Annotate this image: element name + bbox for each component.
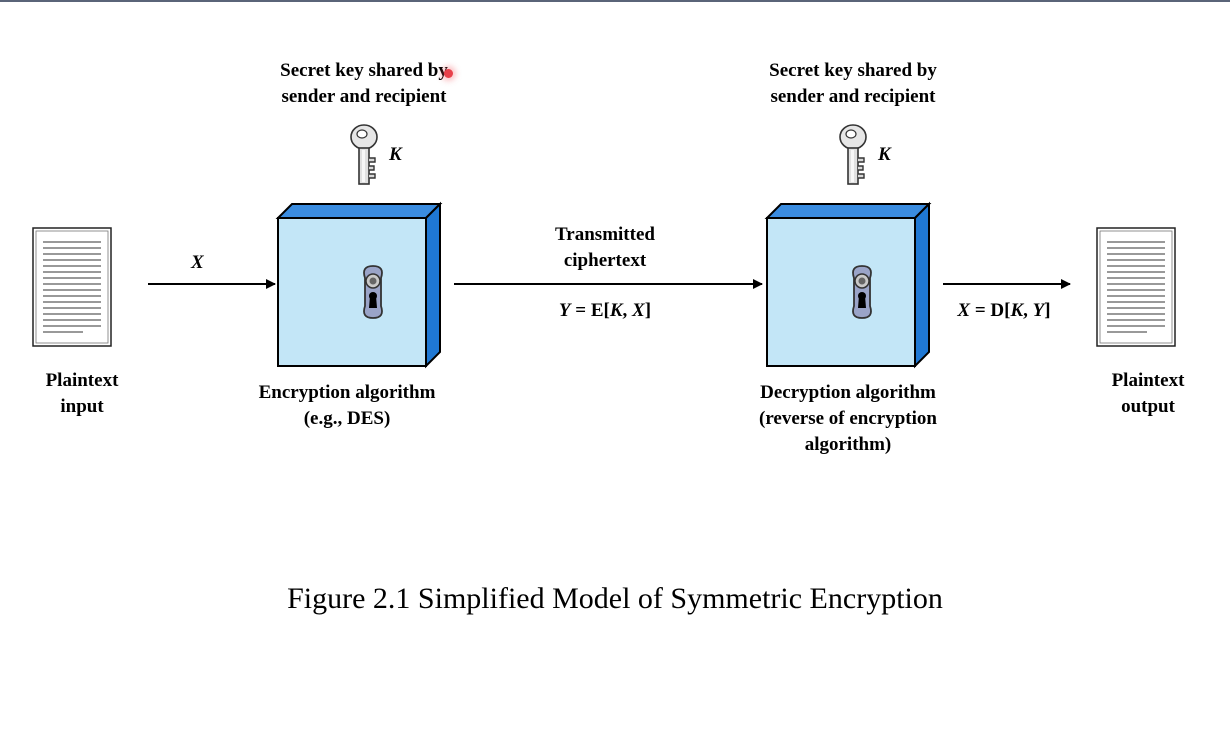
decryption-line3: algorithm) (804, 434, 892, 455)
plaintext-input-label: Plaintext input (12, 368, 152, 420)
formula-e-k: K (609, 300, 623, 321)
formula-d-close: ] (1044, 300, 1051, 321)
key-label-right-line1: Secret key shared by (769, 60, 937, 81)
formula-d-y: Y (1032, 300, 1045, 321)
formula-y: Y (558, 300, 571, 321)
key-label-left-line1: Secret key shared by (280, 60, 448, 81)
plaintext-input-line2: input (60, 396, 104, 417)
formula-out-x: X (957, 300, 971, 321)
plaintext-input-line1: Plaintext (45, 370, 119, 391)
plaintext-output-label: Plaintext output (1078, 368, 1218, 420)
key-symbol-left: K (389, 144, 402, 165)
key-icon-left (350, 124, 378, 185)
ciphertext-formula: Y = E[K, X] (505, 298, 705, 324)
decryption-line1: Decryption algorithm (760, 382, 936, 403)
plaintext-output-line1: Plaintext (1111, 370, 1185, 391)
formula-e-prefix: = E[ (575, 300, 610, 321)
plaintext-output-line2: output (1121, 396, 1175, 417)
key-label-right: Secret key shared by sender and recipien… (703, 58, 1003, 110)
key-label-left-line2: sender and recipient (281, 86, 447, 107)
document-icon-input (32, 227, 112, 347)
cursor-indicator (444, 69, 453, 78)
document-icon-output (1096, 227, 1176, 347)
formula-e-x: X (632, 300, 645, 321)
encryption-line2: (e.g., DES) (303, 408, 391, 429)
decryption-box (764, 201, 932, 369)
key-label-right-line2: sender and recipient (770, 86, 936, 107)
formula-e-sep: , (622, 300, 633, 321)
channel-line1: Transmitted (555, 224, 655, 245)
key-label-left: Secret key shared by sender and recipien… (214, 58, 514, 110)
decryption-label: Decryption algorithm (reverse of encrypt… (708, 380, 988, 458)
plaintext-formula: X = D[K, Y] (934, 298, 1074, 324)
encryption-box (275, 201, 443, 369)
figure-caption: Figure 2.1 Simplified Model of Symmetric… (287, 582, 943, 615)
keyhole-lock-icon-decryption (852, 265, 872, 319)
encryption-label: Encryption algorithm (e.g., DES) (217, 380, 477, 432)
formula-e-close: ] (644, 300, 652, 321)
formula-d-prefix: = D[ (974, 300, 1011, 321)
input-variable: X (191, 252, 204, 273)
keyhole-lock-icon-encryption (363, 265, 383, 319)
top-border (0, 0, 1230, 2)
key-symbol-right: K (878, 144, 891, 165)
formula-d-k: K (1010, 300, 1024, 321)
channel-label: Transmitted ciphertext (505, 222, 705, 274)
key-icon-right (839, 124, 867, 185)
formula-d-sep: , (1023, 300, 1033, 321)
channel-line2: ciphertext (563, 250, 647, 271)
decryption-line2: (reverse of encryption (759, 408, 937, 429)
encryption-line1: Encryption algorithm (258, 382, 436, 403)
